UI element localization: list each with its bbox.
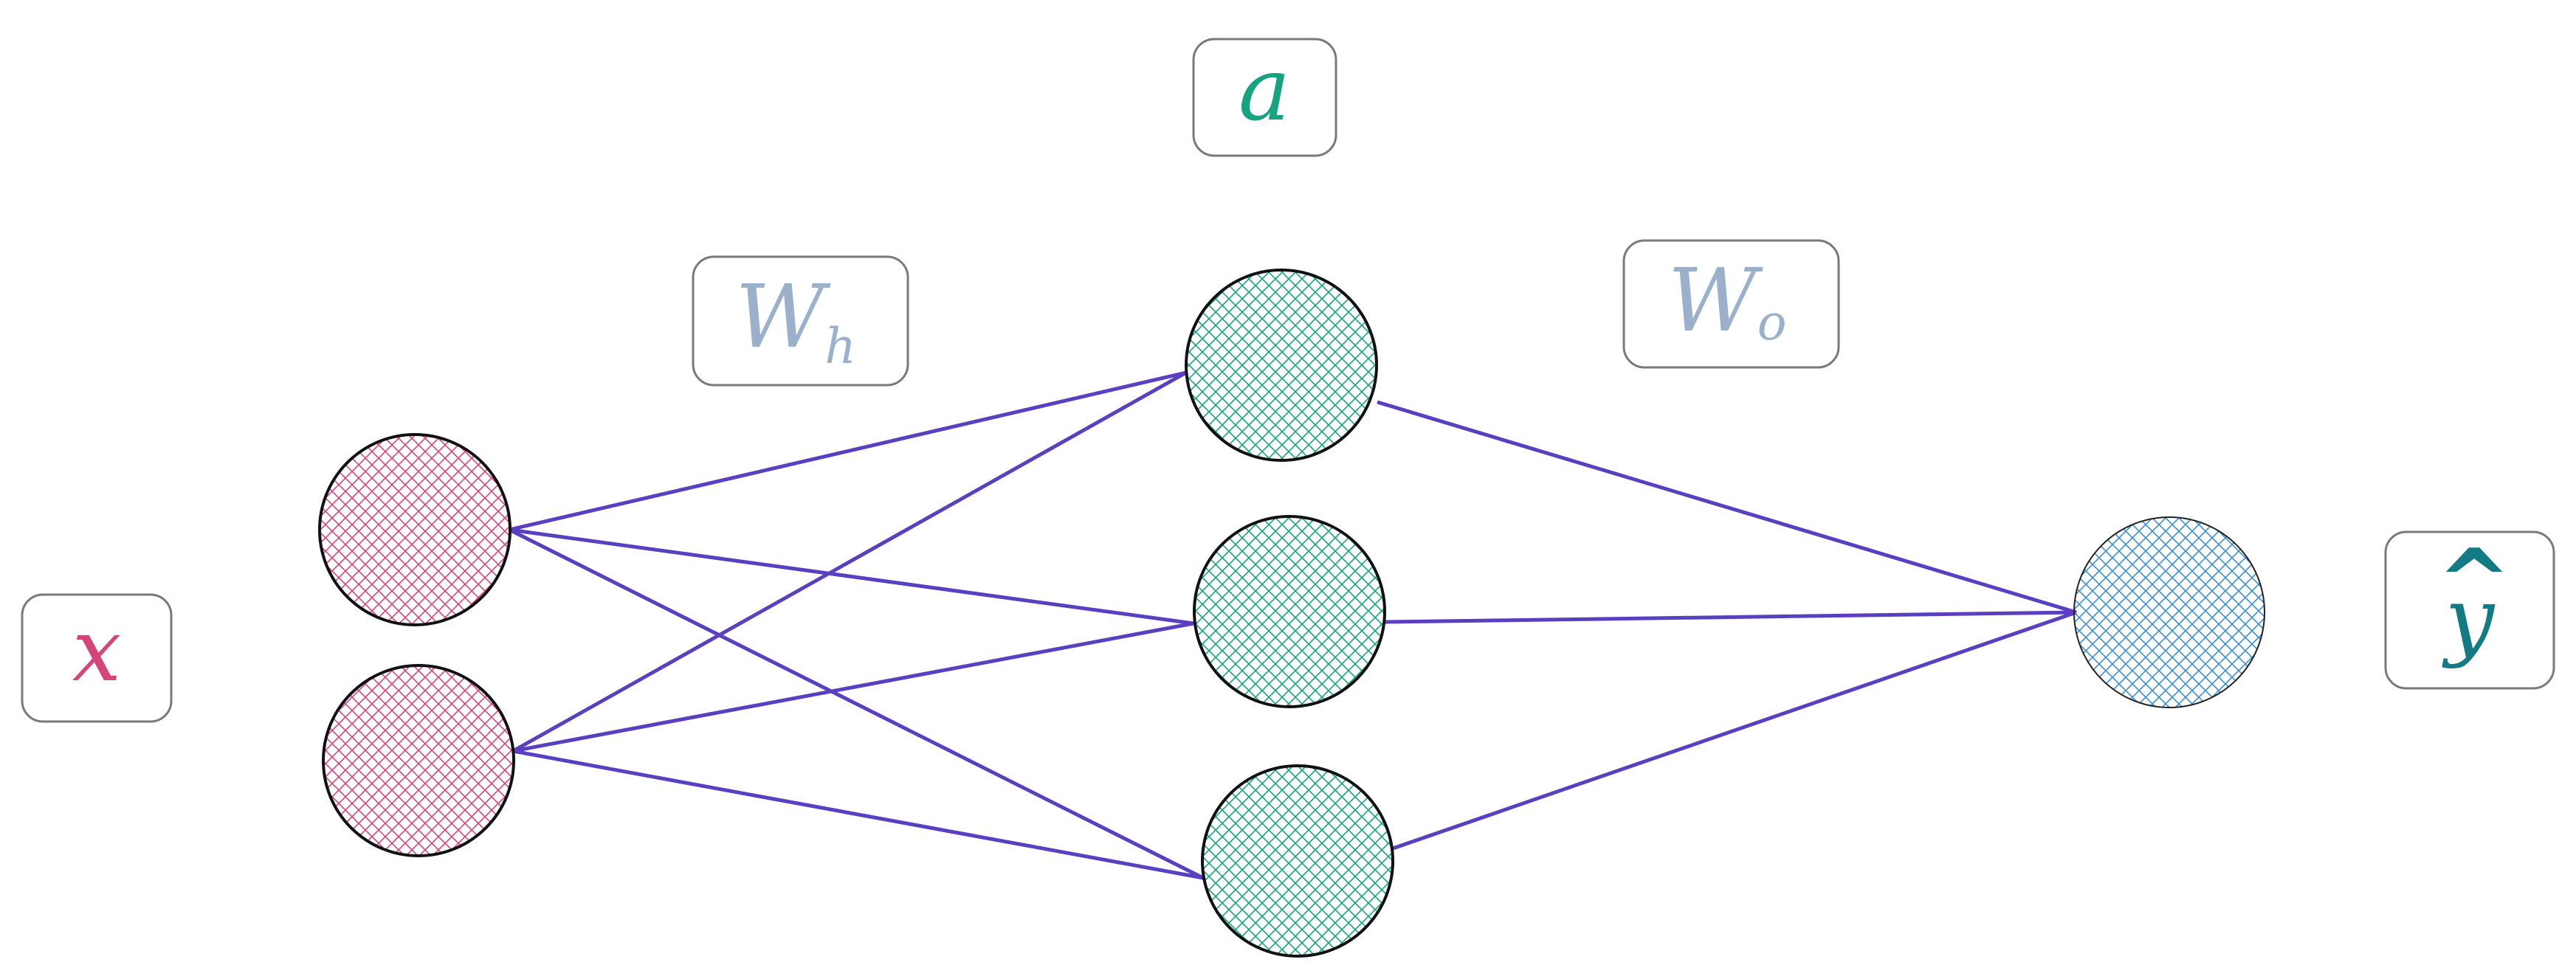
input-label-box: x — [21, 593, 173, 723]
edge-x1-a3 — [508, 527, 1205, 880]
hidden-layer — [1185, 269, 1394, 958]
edge-a2-y — [1385, 610, 2077, 624]
hidden-label-box: a — [1192, 38, 1337, 157]
input-label: x — [72, 599, 122, 701]
svg-text:Wo: Wo — [1667, 249, 1786, 351]
input-layer — [318, 433, 515, 857]
output-label-box: ^ y — [2384, 530, 2555, 690]
hidden-label: a — [1239, 38, 1290, 140]
edge-x1-a1 — [509, 370, 1187, 532]
edge-x2-a2 — [512, 621, 1194, 753]
edge-a3-y — [1392, 610, 2077, 851]
weights-output-subscript: o — [1757, 294, 1787, 351]
edge-x1-a2 — [509, 527, 1194, 626]
svg-text:Wh: Wh — [735, 266, 856, 375]
output-node — [2073, 516, 2265, 708]
edge-x2-a1 — [512, 370, 1188, 753]
edges-input-hidden — [508, 370, 1205, 880]
output-label: y — [2442, 568, 2496, 670]
weights-output-label-box: Wo — [1622, 239, 1840, 369]
weights-hidden-symbol: W — [735, 266, 831, 367]
weights-hidden-label-box: Wh — [692, 255, 909, 387]
hidden-node — [1201, 764, 1394, 958]
edges-hidden-output — [1377, 400, 2077, 851]
input-node — [322, 664, 515, 857]
edge-x2-a3 — [512, 749, 1204, 880]
hidden-node — [1193, 515, 1386, 708]
hidden-node — [1185, 269, 1378, 462]
weights-hidden-subscript: h — [824, 318, 856, 375]
output-layer — [2073, 516, 2265, 708]
input-node — [318, 433, 512, 626]
weights-output-symbol: W — [1667, 249, 1763, 351]
edge-a1-y — [1377, 400, 2077, 615]
output-hat-mark: ^ — [2437, 531, 2512, 634]
